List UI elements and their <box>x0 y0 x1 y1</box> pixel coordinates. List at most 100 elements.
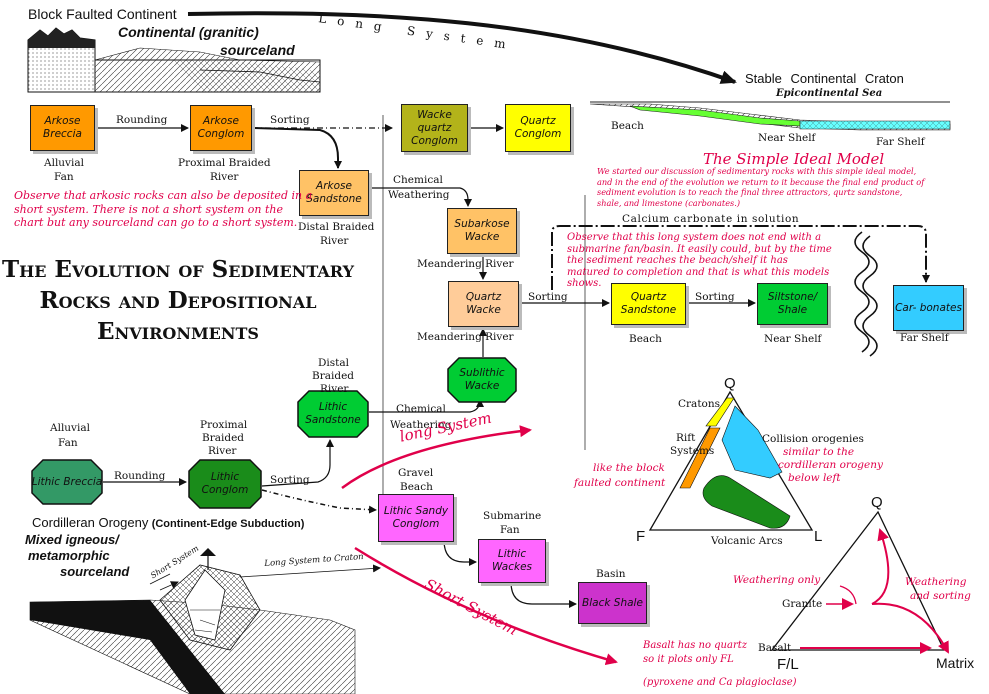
env-beach: Beach <box>629 333 662 345</box>
qfl-rift-1: Rift <box>676 432 696 444</box>
cordilleran-heading-main: Cordilleran Orogeny <box>32 515 149 530</box>
qfl-f: F <box>636 528 646 545</box>
qfl-like-2: faulted continent <box>574 477 666 489</box>
env-distal-bottom-2: Braided <box>312 370 355 382</box>
qfl-q: Q <box>724 375 736 392</box>
label-rounding-top: Rounding <box>116 114 168 126</box>
profile-near-shelf-label: Near Shelf <box>758 132 816 144</box>
label-meandering-river-1: Meandering River <box>417 258 514 270</box>
qfl-similar-3: below left <box>788 472 841 484</box>
label-chemical-top-2: Weathering <box>388 189 450 201</box>
qfm-weathering-sorting-1: Weathering <box>905 576 967 588</box>
qfm-granite: Granite <box>782 598 823 610</box>
box-black-shale: Black Shale <box>578 582 647 624</box>
env-gravel-beach-1: Gravel <box>398 467 434 479</box>
env-alluvial-top-2: Fan <box>54 171 74 183</box>
note-basalt-3: (pyroxene and Ca plagioclase) <box>643 677 797 688</box>
qfm-triangle <box>770 510 949 654</box>
qfl-cratons: Cratons <box>678 398 721 410</box>
note-long-not-end: Observe that this long system does not e… <box>567 232 832 289</box>
arrow-sorting-bottom <box>261 439 334 487</box>
qfl-similar-2: cordilleran orogeny <box>778 459 883 471</box>
box-sublithic-wacke: Sublithic Wacke <box>447 357 517 403</box>
env-proximal-bottom-3: River <box>208 445 237 457</box>
red-short-system-arrow <box>354 546 618 666</box>
box-arkose-conglom: Arkose Conglom <box>190 105 252 151</box>
cordilleran-heading-sub: (Continent-Edge Subduction) <box>151 518 305 530</box>
env-submarine-fan-2: Fan <box>500 524 520 536</box>
box-lithic-sandstone: Lithic Sandstone <box>297 390 369 438</box>
model-text: We started our discussion of sedimentary… <box>597 166 925 208</box>
cordilleran-sketch <box>29 548 381 694</box>
box-subarkose-wacke: Subarkose Wacke <box>447 208 517 254</box>
box-siltstone-shale: Siltstone/ Shale <box>757 283 828 325</box>
box-quartz-wacke: Quartz Wacke <box>448 281 519 327</box>
stable-craton-label: Stable Continental Craton <box>745 71 904 86</box>
env-submarine-fan-1: Submarine <box>483 510 542 522</box>
qfl-volcanic-arcs: Volcanic Arcs <box>711 535 783 547</box>
env-distal-top-1: Distal Braided <box>298 221 375 233</box>
box-carbonates: Car- bonates <box>893 285 964 331</box>
label-chemical-bottom-1: Chemical <box>396 403 446 415</box>
continental-sourceland-1: Continental (granitic) <box>118 24 259 40</box>
arrow-to-basin <box>510 581 577 608</box>
box-lithic-sandy-conglom: Lithic Sandy Conglom <box>378 494 454 542</box>
note-basalt-1: Basalt has no quartz <box>643 640 748 651</box>
wavy-separator <box>854 231 870 353</box>
profile-beach-label: Beach <box>611 120 644 132</box>
epicontinental-profile <box>589 101 951 131</box>
profile-far-shelf-label: Far Shelf <box>876 136 925 148</box>
label-chemical-bottom-2: Weathering <box>390 419 452 431</box>
label-sorting-bottom: Sorting <box>270 474 310 486</box>
qfm-fl: F/L <box>777 656 799 673</box>
model-heading: The Simple Ideal Model <box>703 150 885 168</box>
env-distal-top-2: River <box>320 235 349 247</box>
env-proximal-bottom-1: Proximal <box>200 419 248 431</box>
label-rounding-bottom: Rounding <box>114 470 166 482</box>
box-arkose-sandstone: Arkose Sandstone <box>299 170 369 216</box>
cordilleran-heading: Cordilleran Orogeny (Continent-Edge Subd… <box>32 515 304 530</box>
env-alluvial-bottom-1: Alluvial <box>50 422 90 434</box>
box-lithic-breccia: Lithic Breccia <box>31 459 103 505</box>
label-chemical-top-1: Chemical <box>393 174 443 186</box>
cordilleran-source-2: metamorphic <box>28 548 110 563</box>
env-basin: Basin <box>596 568 626 580</box>
env-near-shelf: Near Shelf <box>764 333 822 345</box>
block-faulted-sketch <box>27 27 321 93</box>
label-sorting-mid2: Sorting <box>695 291 735 303</box>
continental-sourceland-2: sourceland <box>220 42 295 58</box>
red-long-system-arrow <box>341 425 532 490</box>
box-quartz-conglom: Quartz Conglom <box>505 104 571 152</box>
epicontinental-sea-label: Epicontinental Sea <box>776 88 883 99</box>
long-system-arrow <box>187 11 737 84</box>
env-alluvial-bottom-2: Fan <box>58 437 78 449</box>
qfl-l: L <box>814 528 823 545</box>
qfl-rift-2: Systems <box>670 445 715 457</box>
wavy-separator-2 <box>862 235 878 357</box>
env-proximal-top-1: Proximal Braided <box>178 157 271 169</box>
arrow-calcium-carbonate <box>551 225 930 290</box>
box-arkose-breccia: Arkose Breccia <box>30 105 95 151</box>
qfm-matrix: Matrix <box>936 655 975 671</box>
qfl-like-1: like the block <box>593 462 665 474</box>
qfm-weathering-sorting-2: and sorting <box>910 590 971 602</box>
label-meandering-river-2: Meandering River <box>417 331 514 343</box>
qfl-collision: Collision orogenies <box>762 433 864 445</box>
label-calcium-carbonate: Calcium carbonate in solution <box>622 213 800 225</box>
arrow-sorting-bottom-dash <box>261 489 377 514</box>
qfm-q: Q <box>871 494 883 511</box>
block-faulted-label: Block Faulted Continent <box>28 6 177 22</box>
box-wacke-quartz-conglom: Wacke quartz Conglom <box>401 104 468 152</box>
env-proximal-top-2: River <box>210 171 239 183</box>
arrow-to-arkose-sandstone <box>251 127 342 169</box>
env-gravel-beach-2: Beach <box>400 481 433 493</box>
diagram-title: The Evolution of Sedimentary Rocks and D… <box>0 254 356 347</box>
qfl-similar-1: similar to the <box>783 446 855 458</box>
env-distal-bottom-1: Distal <box>318 357 350 369</box>
env-proximal-bottom-2: Braided <box>202 432 245 444</box>
cordilleran-source-3: sourceland <box>60 564 130 579</box>
box-lithic-conglom: Lithic Conglom <box>188 459 262 509</box>
label-sorting-mid: Sorting <box>528 291 568 303</box>
arrow-to-submarine-fan <box>443 539 477 566</box>
